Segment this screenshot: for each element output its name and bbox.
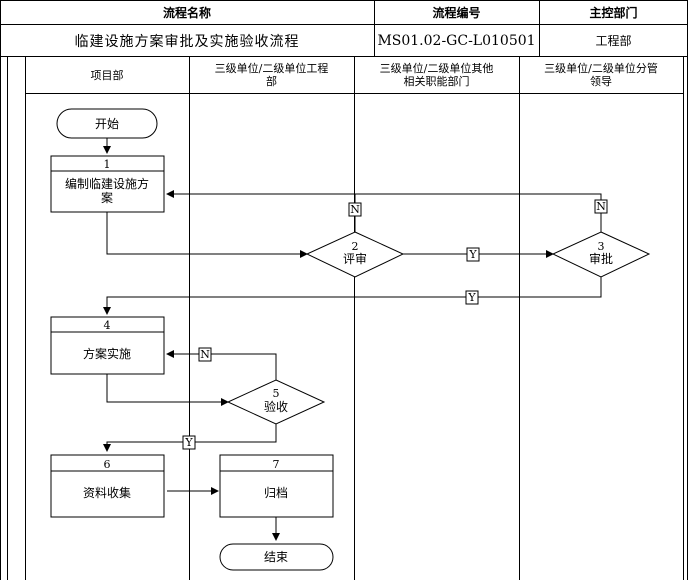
- lane-line: 三级单位/二级单位工程: [214, 62, 329, 75]
- edge-3-yes-to-4: [103, 277, 602, 315]
- decision-label: 验收: [264, 399, 288, 414]
- edge-labels: N N Y Y N Y: [182, 199, 608, 450]
- process-name-header: 流程名称: [162, 5, 211, 20]
- lane-line: 三级单位/二级单位其他: [379, 62, 494, 75]
- label-5-yes: Y: [182, 435, 196, 450]
- edge-5-no-to-4: [166, 350, 277, 380]
- lane-line: 领导: [590, 75, 612, 88]
- edge-label-text: N: [350, 203, 360, 216]
- process-step-4: 4 方案实施: [50, 316, 165, 375]
- lane-title-other-depts: 三级单位/二级单位其他相关职能部门: [354, 57, 519, 93]
- lane-title-leader: 三级单位/二级单位分管领导: [519, 57, 683, 93]
- end-label: 结束: [264, 550, 288, 564]
- label-2-yes: Y: [466, 247, 480, 262]
- lane-title-engineering: 三级单位/二级单位工程部: [189, 57, 354, 93]
- edge-label-text: Y: [468, 248, 477, 261]
- step-number: 1: [104, 158, 111, 171]
- step-label: 案: [101, 190, 113, 205]
- label-3-no: N: [594, 199, 608, 214]
- lane-title-project: 项目部: [25, 57, 189, 93]
- process-step-1: 1 编制临建设施方 案: [50, 155, 165, 213]
- edge-label-text: N: [596, 200, 606, 213]
- label-3-yes: Y: [465, 290, 479, 305]
- header-divider-h: [0, 24, 688, 25]
- process-step-7: 7 归档: [219, 454, 334, 518]
- edge-1-to-2: [106, 212, 308, 258]
- step-label: 归档: [264, 486, 288, 500]
- header-divider-v1: [374, 0, 375, 57]
- decision-number: 3: [598, 240, 605, 253]
- department-header: 主控部门: [589, 5, 638, 20]
- header-divider-v2: [539, 0, 540, 57]
- process-code-header: 流程编号: [432, 5, 481, 20]
- decision-label: 审批: [589, 251, 613, 266]
- edge-3-no-to-1: [355, 193, 602, 232]
- department-value: 工程部: [595, 34, 632, 48]
- edge-2-no-to-1: [166, 190, 356, 232]
- label-5-no: N: [198, 347, 212, 362]
- step-label: 资料收集: [83, 485, 131, 500]
- lane-line: 部: [266, 75, 277, 88]
- process-name-value: 临建设施方案审批及实施验收流程: [74, 33, 300, 50]
- step-label: 方案实施: [83, 346, 131, 361]
- decision-step-5: 5 验收: [226, 379, 326, 425]
- decision-label: 评审: [343, 251, 367, 266]
- decision-number: 5: [273, 387, 280, 400]
- step-label: 编制临建设施方: [65, 176, 149, 191]
- lane-line: 项目部: [90, 68, 124, 82]
- decision-number: 2: [352, 240, 359, 253]
- connectors: [103, 138, 602, 541]
- edge-label-text: Y: [184, 436, 193, 449]
- end-terminator: 结束: [219, 543, 334, 571]
- process-code-value: MS01.02-GC-L010501: [377, 32, 536, 49]
- step-number: 6: [104, 458, 111, 471]
- start-label: 开始: [95, 117, 119, 131]
- start-terminator: 开始: [56, 108, 158, 139]
- process-step-6: 6 资料收集: [50, 454, 165, 518]
- edge-label-text: Y: [467, 291, 476, 304]
- lane-line: 三级单位/二级单位分管: [544, 62, 658, 75]
- lane-line: 相关职能部门: [403, 75, 470, 88]
- decision-step-3: 3 审批: [551, 231, 651, 278]
- step-number: 7: [273, 458, 280, 471]
- edge-label-text: N: [200, 348, 210, 361]
- edge-4-to-5: [106, 374, 229, 406]
- decision-step-2: 2 评审: [305, 231, 405, 278]
- step-number: 4: [104, 319, 111, 332]
- label-2-no: N: [348, 202, 362, 217]
